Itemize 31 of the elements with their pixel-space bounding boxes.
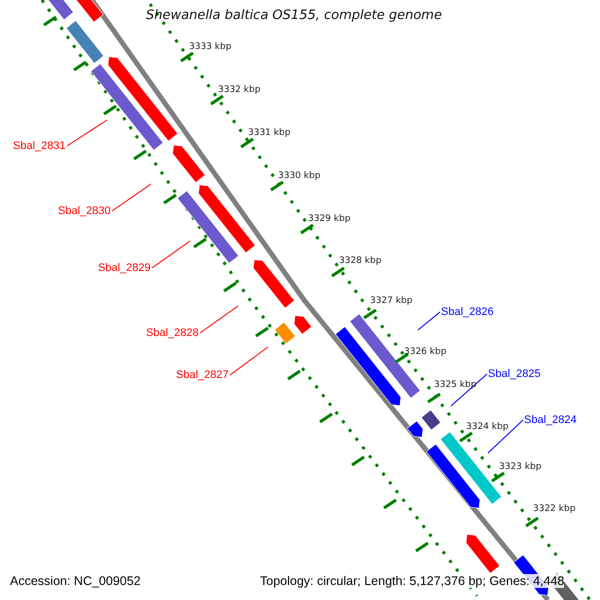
tick-label: 3322 kbp: [533, 504, 576, 514]
tick-label: 3333 kbp: [189, 42, 232, 52]
tick-label: 3330 kbp: [278, 171, 320, 181]
gene-label: Sbal_2828: [146, 326, 199, 340]
leader-line: [230, 346, 268, 376]
title: Shewanella baltica OS155, complete genome: [146, 8, 442, 23]
gene-label: Sbal_2827: [176, 368, 229, 382]
leader-line: [488, 420, 524, 454]
gene-label: Sbal_2826: [441, 306, 494, 318]
tick-label: 3327 kbp: [370, 296, 412, 306]
tick-label: 3331 kbp: [248, 128, 290, 138]
genome-info-text: Topology: circular; Length: 5,127,376 bp; Genes: 4,448: [260, 574, 564, 588]
leader-line: [112, 184, 152, 212]
gene-label: Sbal_2825: [488, 368, 541, 380]
gene-label: Sbal_2830: [58, 204, 111, 218]
gene-label: Sbal_2824: [524, 414, 577, 426]
leader-line: [418, 312, 440, 330]
tick-label: 3332 kbp: [218, 85, 260, 95]
tick-label: 3324 kbp: [466, 422, 508, 432]
tick-label: 3328 kbp: [339, 256, 382, 266]
gene-label: Sbal_2831: [13, 140, 66, 152]
leader-line: [450, 374, 488, 406]
tick-label: 3325 kbp: [434, 380, 476, 390]
leader-line: [66, 120, 108, 146]
tick-label: 3329 kbp: [308, 214, 350, 224]
leader-line: [152, 240, 190, 268]
tick-label: 3323 kbp: [499, 462, 542, 472]
gene-label: Sbal_2829: [98, 262, 151, 274]
leader-line: [200, 306, 238, 334]
tick-label: 3326 kbp: [404, 347, 446, 357]
accession-text: Accession: NC_009052: [10, 574, 141, 588]
